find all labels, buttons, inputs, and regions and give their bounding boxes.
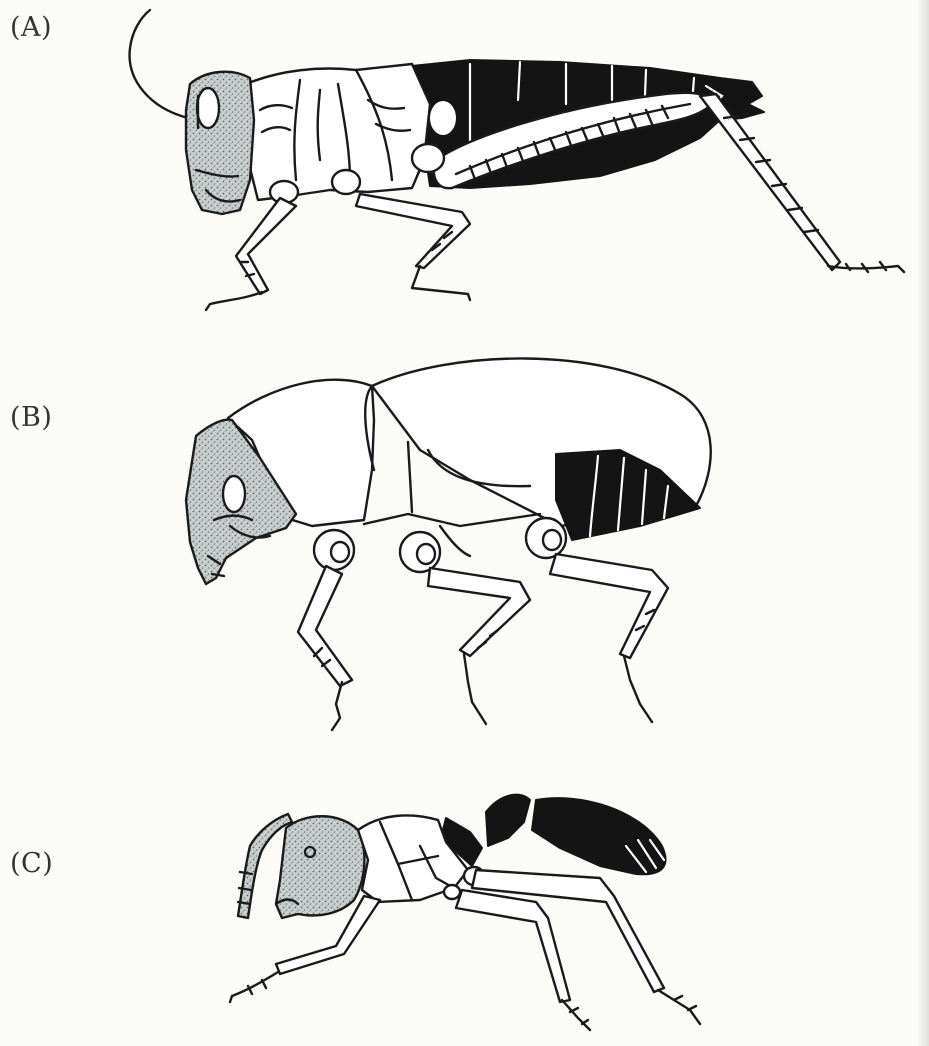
beetle-eye — [223, 476, 245, 512]
grasshopper-tympanum — [430, 101, 456, 135]
page-edge-shadow — [917, 0, 929, 1046]
panel-a: (A) — [0, 0, 929, 330]
ant-middle-leg — [456, 890, 570, 1002]
ant-drawing — [0, 750, 929, 1046]
panel-b: (B) — [0, 330, 929, 750]
ant-postpetiole — [486, 795, 530, 846]
grasshopper-front-leg — [236, 198, 296, 294]
beetle-middle-leg — [428, 568, 530, 656]
grasshopper-drawing — [0, 0, 929, 330]
grasshopper-antenna — [130, 10, 188, 118]
panel-c: (C) — [0, 750, 929, 1046]
grasshopper-head — [186, 72, 254, 214]
ant-head — [276, 816, 364, 918]
ant-hind-leg — [472, 870, 664, 992]
grasshopper-middle-leg — [356, 194, 470, 268]
grasshopper-eye — [197, 88, 219, 128]
beetle-drawing — [0, 330, 929, 750]
beetle-hind-leg — [550, 554, 668, 658]
beetle-front-leg — [298, 566, 352, 686]
ant-gaster — [532, 798, 666, 874]
grasshopper-hind-tibia — [700, 94, 840, 270]
